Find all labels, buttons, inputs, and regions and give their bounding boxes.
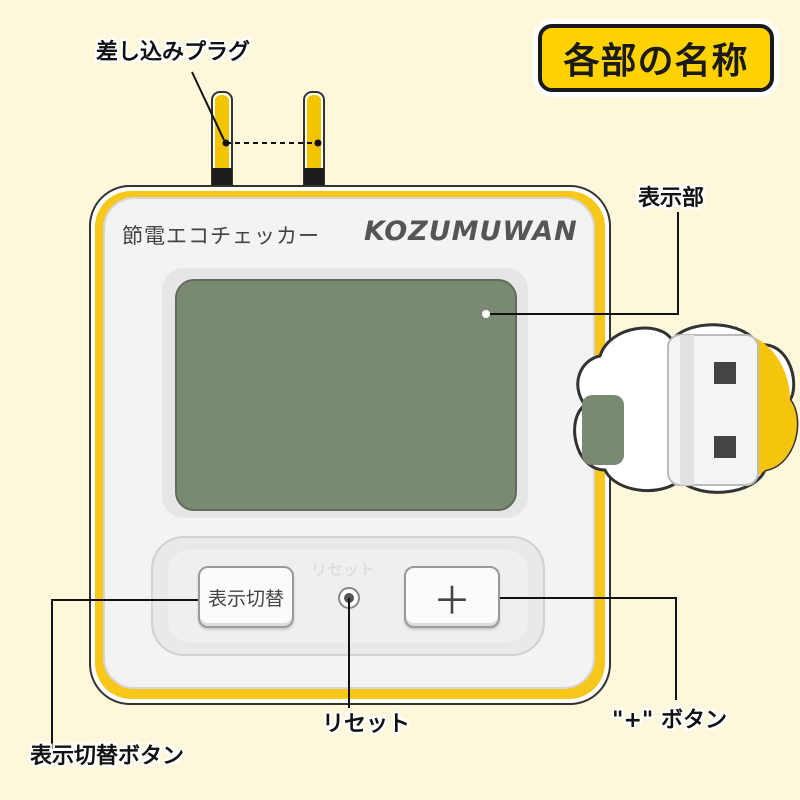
plus-button-label: ＋: [432, 578, 471, 623]
page-title: 各部の名称: [563, 41, 749, 82]
reset-print-label: リセット: [311, 560, 376, 579]
label-display: 表示部: [638, 186, 705, 211]
display-switch-button-label: 表示切替: [207, 587, 284, 610]
brand-logo-text: KOZUMUWAN: [364, 216, 578, 247]
display-switch-button[interactable]: 表示切替: [198, 566, 294, 628]
leader-lines: [51, 71, 679, 752]
label-reset: リセット: [322, 712, 411, 737]
display-marker-dot: [482, 310, 490, 318]
title-badge: 各部の名称: [538, 24, 774, 92]
lcd-screen: [175, 279, 517, 511]
product-name: 節電エコチェッカー: [122, 224, 320, 248]
plus-button[interactable]: ＋: [404, 566, 500, 628]
label-switch-button: 表示切替ボタン: [30, 744, 185, 769]
side-view-inset: [573, 323, 799, 494]
label-plug: 差し込みプラグ: [96, 40, 251, 65]
label-plus-button: "+" ボタン: [612, 708, 728, 733]
